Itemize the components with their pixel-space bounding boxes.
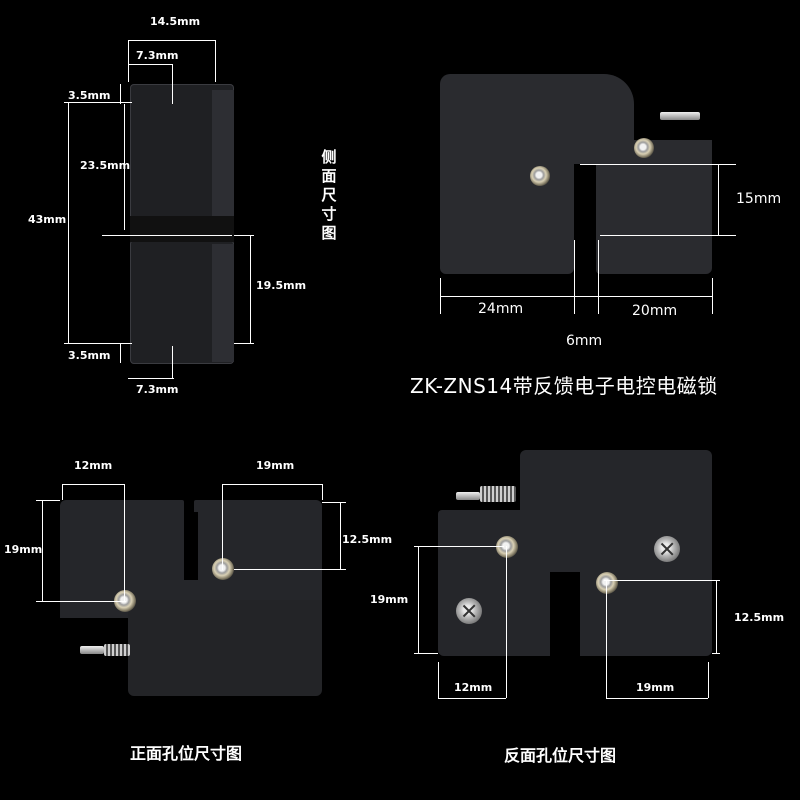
- front-slot: [184, 512, 198, 580]
- back-slot: [556, 572, 580, 656]
- back-phillips-screw-right: [654, 536, 680, 562]
- side-lower-face: [212, 244, 234, 362]
- screw-right: [634, 138, 654, 158]
- front-body-lower: [128, 600, 322, 696]
- front-dim-right-offset: 19mm: [256, 459, 295, 472]
- lock-body-right: [596, 140, 712, 274]
- front-spring: [104, 644, 130, 656]
- front-plunger-pin: [80, 646, 104, 654]
- back-screw-left: [496, 536, 518, 558]
- side-dim-upper: 23.5mm: [80, 159, 131, 172]
- back-dim-left-offset: 12mm: [454, 681, 493, 694]
- back-dim-left-height: 19mm: [370, 593, 409, 606]
- side-dim-hole-bottom: 7.3mm: [136, 383, 179, 396]
- back-plunger-pin: [456, 492, 480, 500]
- front-view-caption: 正面孔位尺寸图: [130, 744, 243, 763]
- front-dim-left-offset: 12mm: [74, 459, 113, 472]
- back-screw-right: [596, 572, 618, 594]
- side-dim-width: 14.5mm: [150, 15, 201, 28]
- front-screw-right: [212, 558, 234, 580]
- back-dim-right-height: 12.5mm: [734, 611, 785, 624]
- plunger-pin: [660, 112, 700, 120]
- back-view-caption: 反面孔位尺寸图: [504, 746, 617, 765]
- tr-dim-height: 15mm: [736, 191, 782, 207]
- back-phillips-screw-left: [456, 598, 482, 624]
- lock-body-left: [440, 190, 574, 274]
- tr-dim-slot: 6mm: [566, 333, 603, 349]
- side-upper-face: [212, 90, 234, 230]
- side-dim-lower: 19.5mm: [256, 279, 307, 292]
- back-dim-right-offset: 19mm: [636, 681, 675, 694]
- side-dim-top-margin: 3.5mm: [68, 89, 111, 102]
- front-dim-left-height: 19mm: [4, 543, 43, 556]
- tr-dim-right: 20mm: [632, 303, 678, 319]
- side-dim-bottom-margin: 3.5mm: [68, 349, 111, 362]
- lock-slot: [574, 164, 596, 274]
- back-body-mid: [520, 510, 600, 572]
- screw-left: [530, 166, 550, 186]
- front-dim-right-height: 12.5mm: [342, 533, 393, 546]
- back-spring: [480, 486, 516, 502]
- product-title: ZK-ZNS14带反馈电子电控电磁锁: [410, 374, 718, 398]
- side-gap: [130, 216, 234, 242]
- tr-dim-left: 24mm: [478, 301, 524, 317]
- side-dim-total: 43mm: [28, 213, 67, 226]
- side-view-caption: 侧 面 尺 寸 图: [321, 148, 337, 242]
- side-dim-hole-top: 7.3mm: [136, 49, 179, 62]
- back-body-upper: [520, 450, 712, 520]
